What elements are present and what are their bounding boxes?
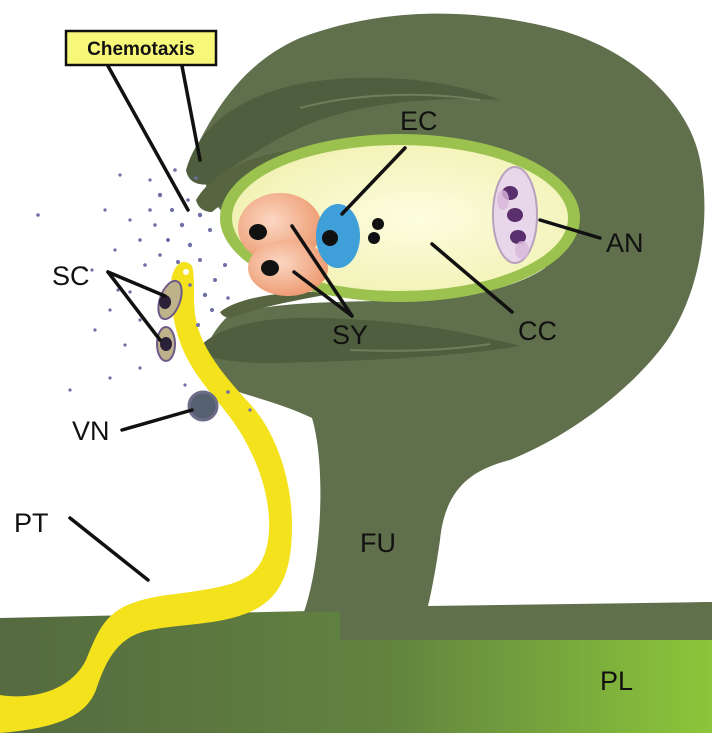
chemotaxis-pointer-1 <box>108 66 188 210</box>
pt-pointer <box>70 518 148 580</box>
label-sy: SY <box>332 320 368 350</box>
chemotaxis-label: Chemotaxis <box>66 31 216 65</box>
antipodal-cells <box>493 167 537 263</box>
label-vn: VN <box>72 416 110 446</box>
label-fu: FU <box>360 528 396 558</box>
vegetative-nucleus <box>189 392 217 420</box>
sperm-nucleus-2 <box>160 337 172 351</box>
egg-cell <box>316 204 360 268</box>
chemotaxis-pointer-2 <box>182 66 200 160</box>
label-pl: PL <box>600 666 633 696</box>
vn-pointer <box>122 410 192 430</box>
label-pt: PT <box>14 508 49 538</box>
label-cc: CC <box>518 316 557 346</box>
label-ec: EC <box>400 106 438 136</box>
label-sc: SC <box>52 261 90 291</box>
synergids <box>238 193 328 296</box>
label-an: AN <box>606 228 644 258</box>
chemotaxis-text: Chemotaxis <box>87 39 195 60</box>
